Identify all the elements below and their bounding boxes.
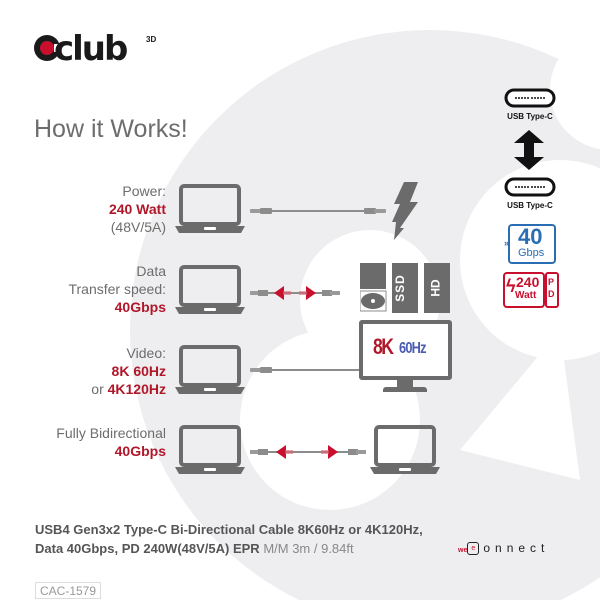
cable-icon — [250, 208, 386, 214]
product-description: USB4 Gen3x2 Type-C Bi-Directional Cable … — [35, 520, 423, 558]
hd-icon: HD — [424, 263, 450, 313]
product-line-2-bold: Data 40Gbps, PD 240W(48V/5A) EPR — [35, 541, 260, 556]
feature-line: Video: — [126, 345, 166, 361]
bidirectional-cable-icon — [250, 286, 340, 300]
feature-video-label: Video: 8K 60Hz or 4K120Hz — [91, 344, 166, 398]
logo-text: club — [54, 29, 128, 69]
feature-line: Data — [136, 263, 166, 279]
speed-chevrons-icon: » — [504, 238, 510, 248]
usb-type-c-label: USB Type-C — [507, 112, 553, 121]
usb-type-c-port-icon — [504, 177, 556, 197]
feature-data-label: Data Transfer speed: 40Gbps — [68, 262, 166, 316]
usb-type-c-port-icon — [504, 88, 556, 108]
speed-badge-value: 40 — [518, 224, 543, 249]
pd-tag: PD — [545, 272, 559, 308]
feature-line: or — [91, 381, 108, 397]
feature-value: 40Gbps — [114, 299, 166, 315]
feature-value: 40Gbps — [114, 443, 166, 459]
laptop-icon — [175, 425, 245, 474]
feature-power-label: Power: 240 Watt (48V/5A) — [109, 182, 166, 236]
monitor-60hz-text: 60Hz — [399, 340, 426, 357]
sku-label: CAC-1579 — [35, 582, 102, 599]
ssd-label: SSD — [392, 274, 407, 302]
storage-drives-icon: SSD HD — [360, 263, 452, 315]
laptop-icon — [370, 425, 440, 474]
hd-label: HD — [428, 279, 443, 297]
page-title: How it Works! — [34, 115, 188, 143]
logo-superscript: 3D — [146, 35, 157, 44]
product-line-1: USB4 Gen3x2 Type-C Bi-Directional Cable … — [35, 522, 423, 537]
usb-type-c-label: USB Type-C — [507, 201, 553, 210]
weconnect-we: we — [458, 547, 468, 554]
power-bolt-icon: ϟ — [506, 276, 516, 296]
pd-badge-unit: Watt — [515, 290, 537, 301]
feature-line: Transfer speed: — [68, 281, 166, 297]
feature-line: Fully Bidirectional — [56, 425, 166, 441]
weconnect-text: onnect — [483, 541, 550, 555]
logo-c-icon — [34, 35, 62, 61]
feature-value: 8K 60Hz — [111, 363, 166, 379]
optical-drive-icon — [360, 263, 387, 312]
ssd-icon: SSD — [392, 263, 418, 313]
double-arrow-icon — [514, 130, 544, 170]
speed-badge-unit: Gbps — [518, 247, 545, 259]
pd-label: PD — [548, 277, 555, 299]
feature-value: 240 Watt — [108, 201, 166, 217]
weconnect-c-icon: e — [467, 542, 480, 556]
monitor-icon: 8K 60Hz — [359, 320, 452, 396]
laptop-icon — [175, 345, 245, 394]
feature-bidirectional-label: Fully Bidirectional 40Gbps — [56, 424, 166, 460]
monitor-8k-text: 8K — [373, 334, 394, 359]
240w-pd-badge: ϟ 240 Watt — [503, 272, 545, 308]
40gbps-badge: » 40 Gbps — [504, 224, 556, 264]
laptop-icon — [175, 265, 245, 314]
product-line-2-light: M/M 3m / 9.84ft — [259, 541, 354, 556]
lightning-bolt-icon — [392, 182, 418, 240]
feature-line: (48V/5A) — [110, 219, 166, 235]
feature-value: 4K120Hz — [107, 381, 166, 397]
laptop-icon — [175, 184, 245, 233]
bidirectional-cable-icon — [250, 445, 366, 459]
feature-line: Power: — [122, 183, 166, 199]
pd-badge-value: 240 — [516, 274, 540, 290]
